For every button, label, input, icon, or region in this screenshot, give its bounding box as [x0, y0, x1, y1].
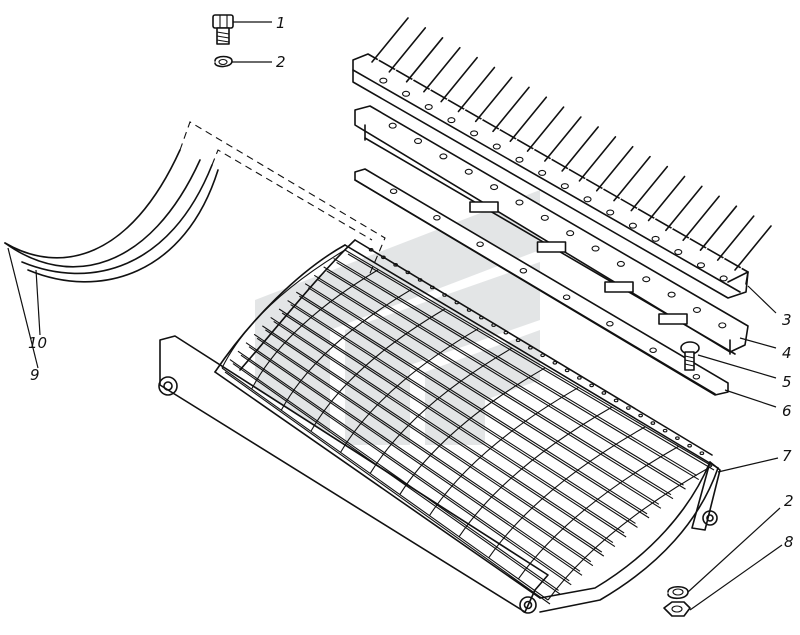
callout-9: 9: [30, 366, 40, 384]
callout-10: 10: [28, 334, 47, 352]
callout-8: 8: [784, 533, 794, 551]
strip-part-6: [354, 168, 729, 396]
callout-1: 1: [276, 14, 286, 32]
callout-3: 3: [782, 311, 792, 329]
callout-labels: 1 2 3 4 5 6 7 2 8 9 10: [28, 14, 794, 551]
callout-2-top: 2: [276, 53, 286, 71]
finger-bar-part-3: [352, 17, 775, 299]
nut-part-8: [663, 601, 691, 617]
bolt-part-5: [680, 341, 700, 371]
washer-part-2-top: [214, 55, 233, 68]
bolt-part-1: [212, 14, 234, 45]
callout-5: 5: [782, 373, 792, 391]
callout-6: 6: [782, 402, 792, 420]
concave-grate-part-7: [158, 239, 721, 614]
sealing-strips-part-9-10: [4, 121, 386, 283]
callout-4: 4: [782, 344, 792, 362]
watermark-logo: [255, 190, 540, 445]
leader-lines: [7, 21, 783, 611]
callout-2-bottom: 2: [784, 492, 794, 510]
callout-7: 7: [782, 447, 792, 465]
washer-part-2-bottom: [667, 585, 689, 600]
plate-part-4: [354, 105, 749, 355]
